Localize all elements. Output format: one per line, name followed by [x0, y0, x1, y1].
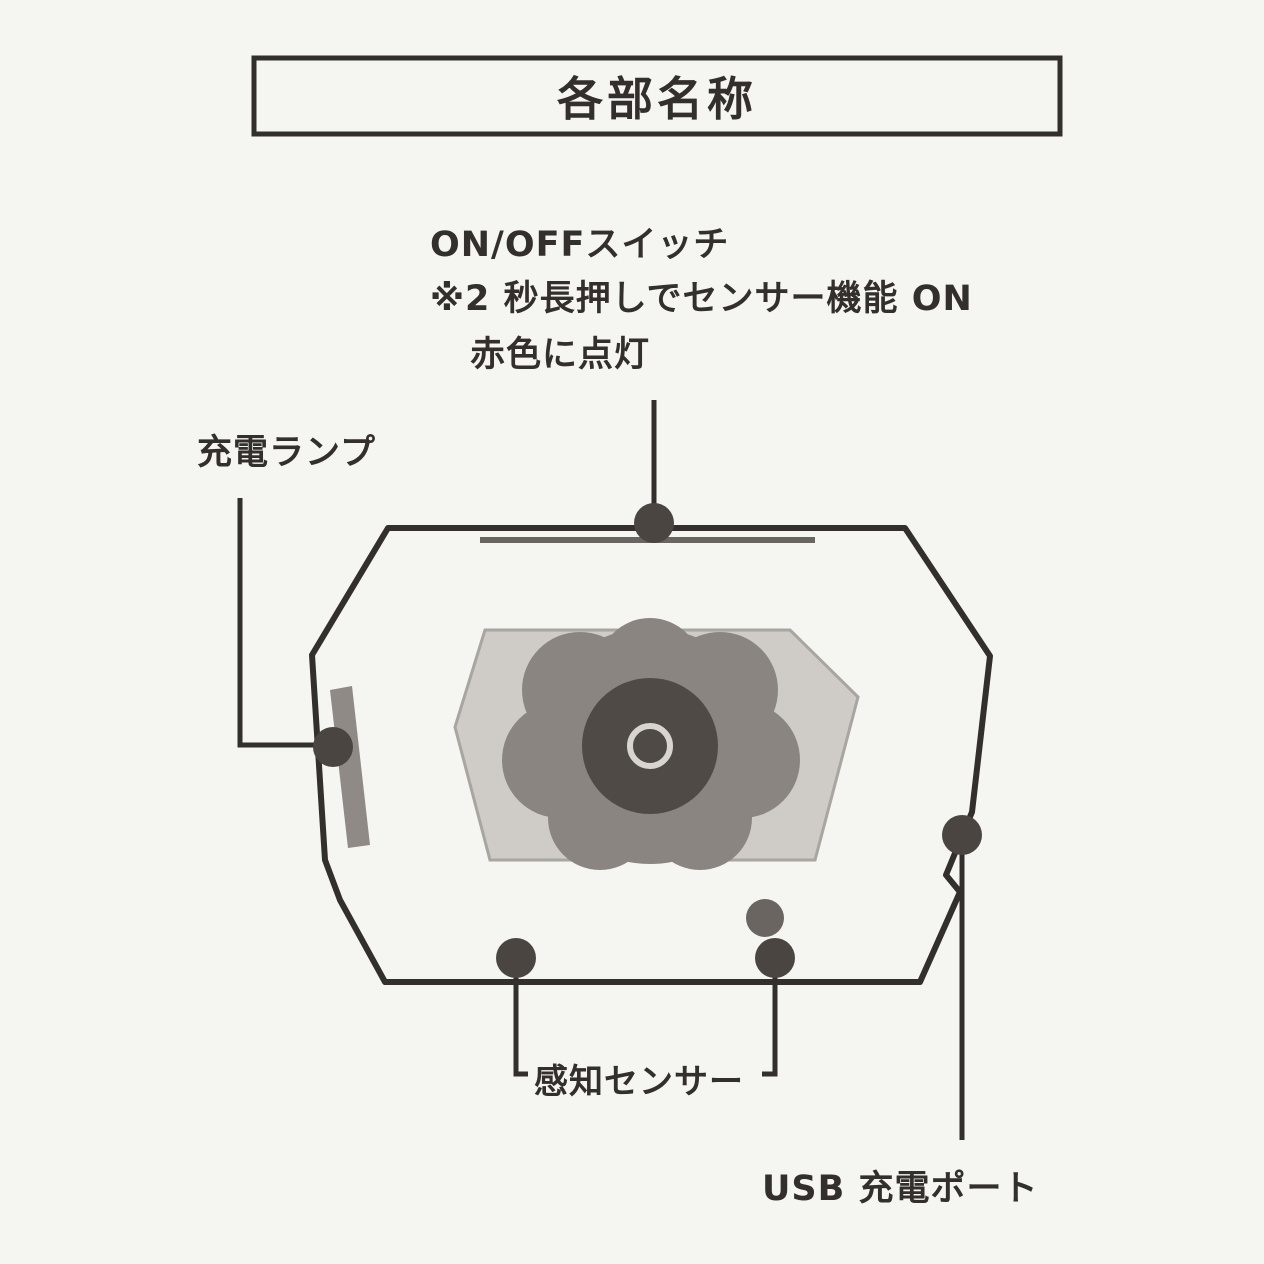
sensor-callout-dot-left	[496, 938, 536, 978]
lens-ring	[627, 723, 673, 769]
device-body-outline	[309, 525, 993, 985]
switch-label: ON/OFFスイッチ	[430, 225, 730, 265]
page-title: 各部名称	[557, 72, 757, 126]
lamp-callout-dot	[313, 727, 353, 767]
charge-lamp-label: 充電ランプ	[197, 433, 376, 473]
lamp-leader	[237, 498, 330, 748]
sensor-leader-left	[513, 960, 528, 1077]
sensor-leader-right	[762, 960, 778, 1077]
sensor-bump	[746, 899, 784, 937]
usb-callout-dot	[942, 815, 982, 855]
title-frame	[251, 55, 1063, 137]
charge-lamp-strip	[330, 686, 370, 848]
sensor-label: 感知センサー	[534, 1062, 744, 1102]
sensor-callout-dot-right	[755, 938, 795, 978]
switch-note: ※2 秒長押しでセンサー機能 ON	[430, 279, 973, 319]
lens-center	[639, 735, 661, 757]
switch-note-color: 赤色に点灯	[470, 335, 651, 375]
usb-port-label: USB 充電ポート	[762, 1169, 1039, 1209]
switch-callout-dot	[634, 503, 674, 543]
